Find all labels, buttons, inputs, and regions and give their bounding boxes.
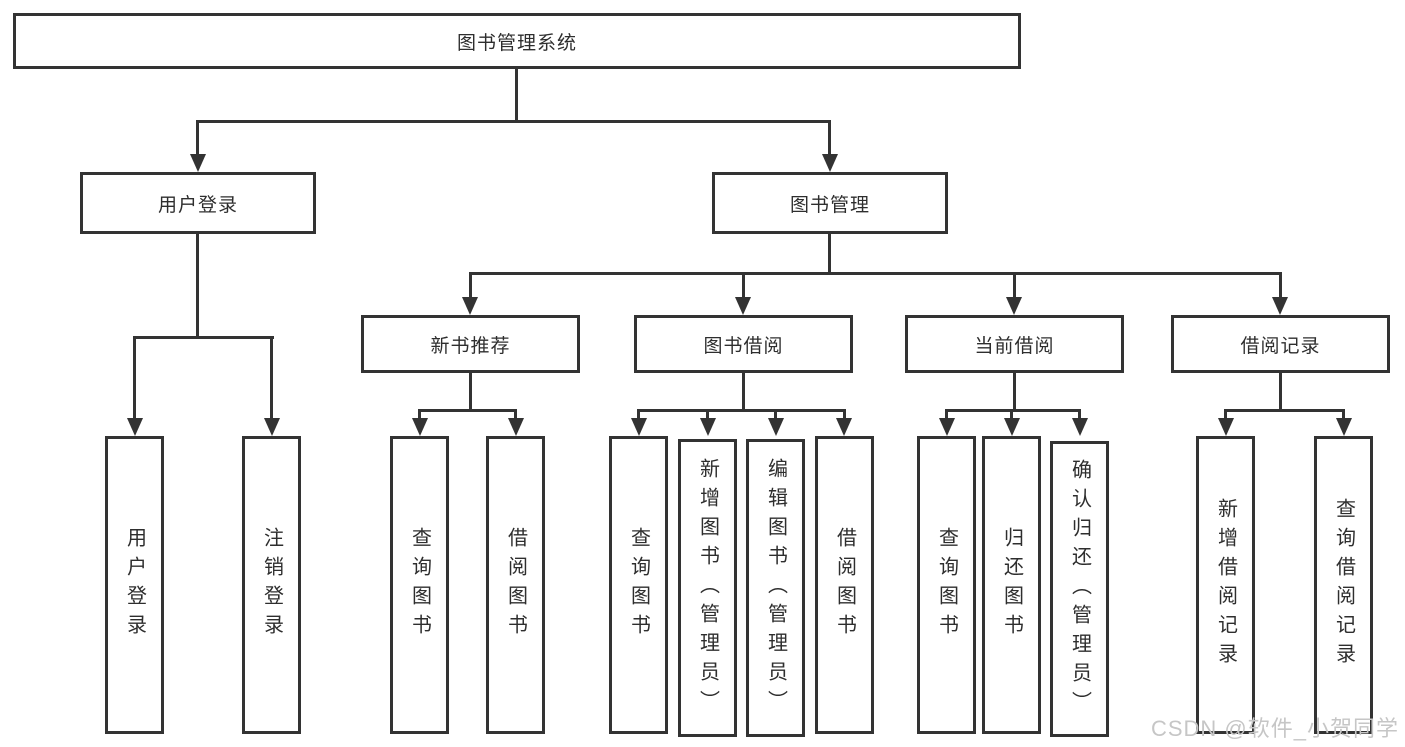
- connector-stub: [774, 409, 777, 420]
- arrow-down-icon: [836, 418, 852, 436]
- connector-records-drop: [1279, 373, 1282, 409]
- connector-stub: [706, 409, 709, 420]
- connector-stub-borrow-records: [1279, 272, 1282, 299]
- connector-stub: [1078, 409, 1081, 420]
- node-leaf-query-borrow-record: 查询借阅记录: [1314, 436, 1373, 734]
- connector-stub-user-login: [196, 120, 199, 156]
- arrow-down-icon: [822, 154, 838, 172]
- arrow-down-icon: [1072, 418, 1088, 436]
- arrow-down-icon: [1006, 297, 1022, 315]
- node-label: 查询图书: [935, 527, 958, 643]
- node-label: 借阅图书: [833, 527, 856, 643]
- node-book-borrowing: 图书借阅: [634, 315, 853, 373]
- node-label: 查询图书: [408, 527, 431, 643]
- node-leaf-query-books-2: 查询图书: [609, 436, 668, 734]
- connector-borrow-drop: [742, 373, 745, 409]
- connector-records-rail: [1224, 409, 1345, 412]
- arrow-down-icon: [264, 418, 280, 436]
- arrow-down-icon: [631, 418, 647, 436]
- connector-stub: [514, 409, 517, 420]
- connector-newbook-drop: [469, 373, 472, 409]
- arrow-down-icon: [735, 297, 751, 315]
- node-leaf-query-books-3: 查询图书: [917, 436, 976, 734]
- node-leaf-add-borrow-record: 新增借阅记录: [1196, 436, 1255, 734]
- connector-stub-book-management: [828, 120, 831, 156]
- connector-stub: [1010, 409, 1013, 420]
- arrow-down-icon: [508, 418, 524, 436]
- node-label: 新增图书（管理员）: [696, 457, 719, 719]
- node-leaf-borrow-books-2: 借阅图书: [815, 436, 874, 734]
- connector-stub: [418, 409, 421, 420]
- node-leaf-query-books-1: 查询图书: [390, 436, 449, 734]
- node-book-management: 图书管理: [712, 172, 948, 234]
- connector-stub: [1342, 409, 1345, 420]
- arrow-down-icon: [700, 418, 716, 436]
- connector-stub-new-book: [469, 272, 472, 299]
- node-label: 确认归还（管理员）: [1068, 458, 1091, 720]
- node-borrowing-records: 借阅记录: [1171, 315, 1390, 373]
- connector-root-drop: [515, 68, 518, 120]
- arrow-down-icon: [462, 297, 478, 315]
- arrow-down-icon: [412, 418, 428, 436]
- connector-stub-current-borrow: [1013, 272, 1016, 299]
- node-label: 注销登录: [260, 527, 283, 643]
- connector-stub-logout-leaf: [270, 336, 273, 420]
- connector-userlogin-drop: [196, 234, 199, 336]
- connector-newbook-rail: [418, 409, 517, 412]
- node-label: 查询借阅记录: [1332, 498, 1355, 672]
- connector-stub-login-leaf: [133, 336, 136, 420]
- connector-borrow-rail: [637, 409, 846, 412]
- node-leaf-add-book-admin: 新增图书（管理员）: [678, 439, 737, 737]
- node-label: 编辑图书（管理员）: [764, 457, 787, 719]
- arrow-down-icon: [768, 418, 784, 436]
- connector-stub-book-borrow: [742, 272, 745, 299]
- connector-stub: [843, 409, 846, 420]
- node-leaf-edit-book-admin: 编辑图书（管理员）: [746, 439, 805, 737]
- node-leaf-return-books: 归还图书: [982, 436, 1041, 734]
- node-library-management-system: 图书管理系统: [13, 13, 1021, 69]
- arrow-down-icon: [190, 154, 206, 172]
- connector-root-rail: [196, 120, 831, 123]
- connector-stub: [945, 409, 948, 420]
- node-leaf-logout: 注销登录: [242, 436, 301, 734]
- node-current-borrowing: 当前借阅: [905, 315, 1124, 373]
- node-new-book-recommend: 新书推荐: [361, 315, 580, 373]
- node-leaf-borrow-books-1: 借阅图书: [486, 436, 545, 734]
- arrow-down-icon: [1004, 418, 1020, 436]
- connector-bookmgmt-drop: [828, 234, 831, 272]
- arrow-down-icon: [1218, 418, 1234, 436]
- connector-stub: [637, 409, 640, 420]
- node-label: 用户登录: [123, 527, 146, 643]
- connector-current-rail: [945, 409, 1081, 412]
- arrow-down-icon: [127, 418, 143, 436]
- connector-userlogin-rail: [133, 336, 274, 339]
- node-user-login: 用户登录: [80, 172, 316, 234]
- node-label: 归还图书: [1000, 527, 1023, 643]
- connector-current-drop: [1013, 373, 1016, 409]
- node-label: 新增借阅记录: [1214, 498, 1237, 672]
- arrow-down-icon: [1336, 418, 1352, 436]
- arrow-down-icon: [1272, 297, 1288, 315]
- node-leaf-confirm-return-admin: 确认归还（管理员）: [1050, 441, 1109, 737]
- connector-bookmgmt-rail: [469, 272, 1282, 275]
- connector-stub: [1224, 409, 1227, 420]
- node-leaf-user-login: 用户登录: [105, 436, 164, 734]
- node-label: 借阅图书: [504, 527, 527, 643]
- node-label: 查询图书: [627, 527, 650, 643]
- arrow-down-icon: [939, 418, 955, 436]
- csdn-watermark: CSDN @软件_小贺同学: [1150, 716, 1399, 741]
